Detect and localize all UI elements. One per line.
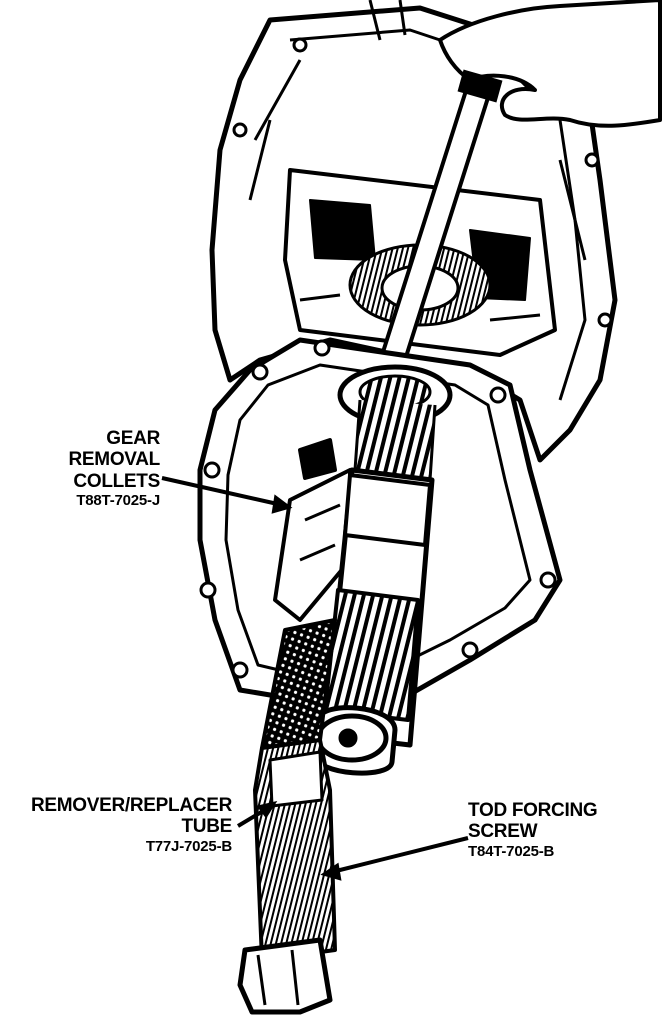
collets-label-line-2: REMOVAL — [68, 449, 161, 471]
screw-label-line-2: SCREW — [468, 821, 538, 843]
tube-part-number: T77J-7025-B — [145, 837, 232, 855]
screw-label-line-1: TOD FORCING — [468, 800, 598, 821]
output-shaft-bearing — [337, 364, 453, 482]
gear-removal-collets — [273, 438, 352, 622]
remover-replacer-tube-label: REMOVER/REPLACER TUBE T77J-7025-B — [0, 795, 232, 855]
collets-label-line-3: COLLETS — [73, 470, 160, 492]
leader-lines — [161, 476, 469, 881]
collets-part-number: T88T-7025-J — [76, 491, 160, 509]
tube-label-line-1: REMOVER/REPLACER — [30, 795, 232, 816]
tod-forcing-screw-label: TOD FORCING SCREW T84T-7025-B — [468, 800, 648, 860]
tube-label-line-2: TUBE — [181, 816, 232, 838]
gear-removal-collets-label: GEAR REMOVAL COLLETS T88T-7025-J — [10, 428, 161, 510]
remover-replacer-tube — [237, 618, 337, 1015]
screw-part-number: T84T-7025-B — [468, 842, 555, 860]
collets-label-line-1: GEAR — [106, 428, 160, 449]
tod-forcing-screw — [312, 467, 435, 776]
